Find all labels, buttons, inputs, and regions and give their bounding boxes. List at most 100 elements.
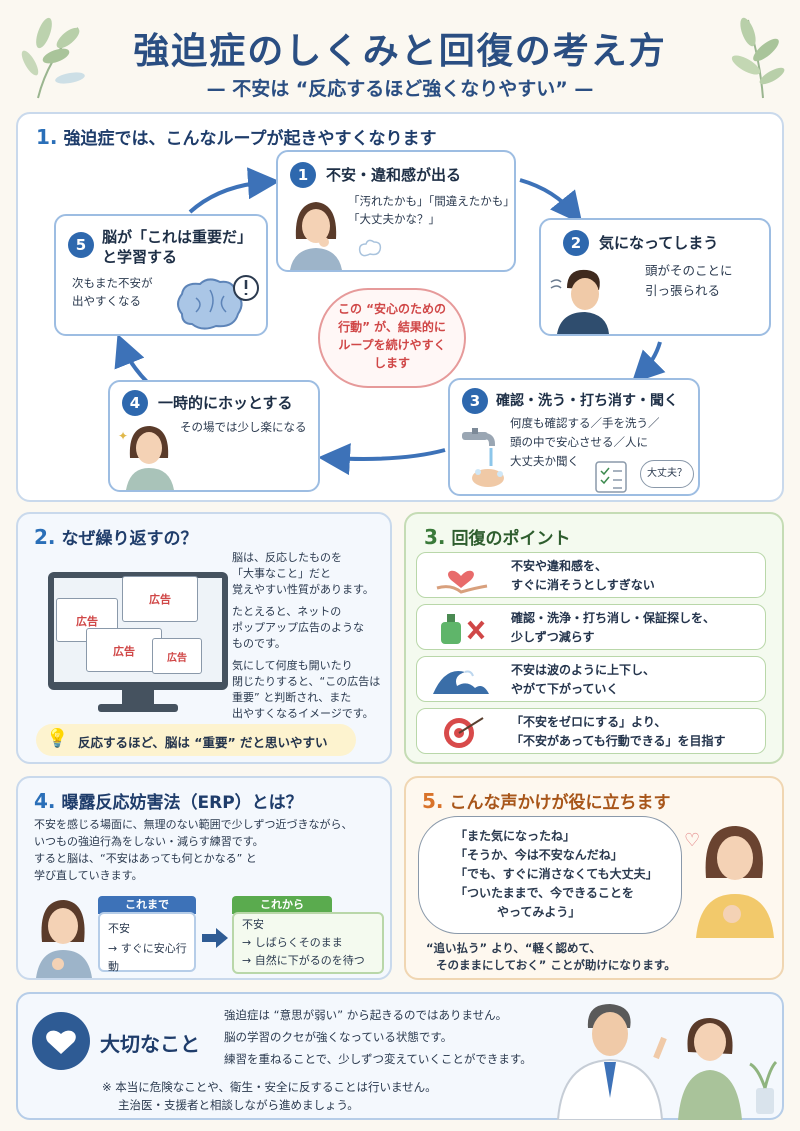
loop-step-1-card: 1 不安・違和感が出る 「汚れたかも」「間違えたかも」 「大丈夫かな？」 xyxy=(276,150,516,272)
step-5-badge: 5 xyxy=(68,232,94,258)
section2-tip-text: 反応するほど、脳は “重要” だと思いやすい xyxy=(78,735,328,750)
erp-before-box: 不安 → すぐに安心行動 xyxy=(98,912,196,973)
bubble-line-2: 「そうか、今は不安なんだね」 xyxy=(455,848,623,862)
brain-alert-icon xyxy=(177,275,259,330)
popup-ad-4: 広告 xyxy=(152,638,202,674)
point-3-line-1: 不安は波のように上下し、 xyxy=(511,663,656,677)
checklist-icon xyxy=(595,461,627,493)
leaf-decoration-left-icon xyxy=(21,17,85,99)
loop-step-5-card: 5 脳が「これは重要だ」 と学習する 次もまた不安が 出やすくなる xyxy=(54,214,268,336)
section2-title: なぜ繰り返すの？ xyxy=(61,529,198,549)
page-title: 強迫症のしくみと回復の考え方 xyxy=(133,31,667,72)
arrow-right-icon xyxy=(202,928,228,948)
point-2-line-1: 確認・洗浄・打ち消し・保証探しを、 xyxy=(511,611,716,625)
center-note-line-2: 行動” が、結果的に xyxy=(338,320,446,334)
erp-after-line-2: → しばらくそのまま xyxy=(242,936,343,949)
section5-speech-bubble: 「また気になったね」 「そうか、今は不安なんだね」 「でも、すぐに消さなくても大… xyxy=(418,816,682,934)
recovery-point-3: 不安は波のように上下し、やがて下がっていく xyxy=(416,656,766,702)
point-2-line-2: 少しずつ減らす xyxy=(511,630,595,644)
step-3-badge: 3 xyxy=(462,388,488,414)
section2-paragraph-3: 気にして何度も開いたり閉じたりすると、“この広告は重要” と判断され、また出やす… xyxy=(232,659,381,720)
recovery-point-2: 確認・洗浄・打ち消し・保証探しを、少しずつ減らす xyxy=(416,604,766,650)
step-4-title: 一時的にホッとする xyxy=(158,394,293,412)
recovery-point-4: 「不安をゼロにする」より、「不安があっても行動できる」を目指す xyxy=(416,708,766,754)
step-4-badge: 4 xyxy=(122,390,148,416)
faucet-icon xyxy=(462,428,504,487)
recovery-point-1: 不安や違和感を、すぐに消そうとしすぎない xyxy=(416,552,766,598)
point-1-line-2: すぐに消そうとしすぎない xyxy=(511,578,655,592)
section-erp-panel: 4.曝露反応妨害法（ERP）とは？ 不安を感じる場面に、無理のない範囲で少しずつ… xyxy=(16,776,392,980)
point-1-line-1: 不安や違和感を、 xyxy=(511,559,608,573)
erp-before-label: これまで xyxy=(98,896,196,914)
step-3-line-3: 大丈夫か聞く xyxy=(510,454,579,468)
section5-note: “追い払う” より、“軽く認めて、そのままにしておく” ことが助けになります。 xyxy=(426,941,676,972)
calm-woman-icon xyxy=(36,900,92,978)
relieved-woman-icon: ✦ xyxy=(118,426,174,490)
soap-cross-icon xyxy=(441,614,485,644)
center-note-line-3: ループを続けやすく xyxy=(338,338,446,352)
step-5-line-2: 出やすくなる xyxy=(72,294,141,308)
erp-after-box: 不安 → しばらくそのまま → 自然に下がるのを待つ xyxy=(232,912,384,974)
section4-title: 曝露反応妨害法（ERP）とは？ xyxy=(61,793,303,813)
erp-before-line-1: 不安 xyxy=(108,922,130,935)
popup-ad-4-label: 広告 xyxy=(167,653,187,664)
section3-title: 回復のポイント xyxy=(451,529,571,549)
important-caution: ※ 本当に危険なことや、衛生・安全に反することは行いません。主治医・支援者と相談… xyxy=(102,1080,437,1112)
step-2-line-2: 引っ張られる xyxy=(645,283,721,298)
heart-hand-icon xyxy=(436,570,488,594)
section-why-repeat-panel: 2.なぜ繰り返すの？ 広告 広告 広告 広告 脳は、反応したものを「大事なこと」… xyxy=(16,512,392,764)
section2-paragraph-1: 脳は、反応したものを「大事なこと」だと覚えやすい性質があります。 xyxy=(232,551,374,596)
supporter-woman-icon xyxy=(696,826,774,938)
loop-step-2-card: 2 気になってしまう 頭がそのことに 引っ張られる xyxy=(539,218,771,336)
bubble-line-4: 「ついたままで、今できることを xyxy=(455,886,634,900)
step-1-badge: 1 xyxy=(290,162,316,188)
popup-ad-2-label: 広告 xyxy=(76,615,98,628)
page-subtitle: — 不安は “反応するほど強くなりやすい” — xyxy=(206,78,594,100)
important-lines: 強迫症は “意思が弱い” から起きるのではありません。脳の学習のクセが強くなって… xyxy=(224,1008,532,1066)
section1-heading: 1.強迫症では、こんなループが起きやすくなります xyxy=(36,124,437,149)
erp-after-line-1: 不安 xyxy=(242,918,264,931)
popup-ad-1-label: 広告 xyxy=(149,593,171,606)
heart-badge-icon xyxy=(32,1012,90,1070)
section2-tip-banner: 💡 反応するほど、脳は “重要” だと思いやすい xyxy=(36,724,356,756)
bubble-line-1: 「また気になったね」 xyxy=(455,829,576,843)
bubble-line-5: やってみよう」 xyxy=(497,905,581,919)
loop-arrows-icon xyxy=(114,167,666,476)
important-title: 大切なこと xyxy=(100,1032,200,1056)
important-panel: 大切なこと 強迫症は “意思が弱い” から起きるのではありません。脳の学習のクセ… xyxy=(16,992,784,1120)
step-3-line-2: 頭の中で安心させる／人に xyxy=(510,435,648,449)
step-2-title: 気になってしまう xyxy=(599,234,719,252)
worried-woman-icon xyxy=(290,202,342,270)
step-5-title-line-2: と学習する xyxy=(102,248,178,266)
section5-number: 5. xyxy=(422,789,444,813)
section3-heading: 3.回復のポイント xyxy=(424,524,571,549)
step-1-line-2: 「大丈夫かな？」 xyxy=(348,212,440,226)
leaf-decoration-right-icon xyxy=(731,17,785,99)
bubble-line-3: 「でも、すぐに消さなくても大丈夫」 xyxy=(455,867,658,881)
section4-heading: 4.曝露反応妨害法（ERP）とは？ xyxy=(34,788,303,813)
loop-center-note: この “安心のための 行動” が、結果的に ループを続けやすく します xyxy=(318,288,466,388)
section1-title: 強迫症では、こんなループが起きやすくなります xyxy=(63,129,437,149)
section4-description: 不安を感じる場面に、無理のない範囲で少しずつ近づきながら、いつもの強迫行為をしな… xyxy=(34,818,353,882)
section-helpful-words-panel: 5.こんな声かけが役に立ちます 「また気になったね」 「そうか、今は不安なんだね… xyxy=(404,776,784,980)
point-3-line-2: やがて下がっていく xyxy=(511,682,619,696)
section4-number: 4. xyxy=(34,789,56,813)
section2-number: 2. xyxy=(34,525,56,549)
section2-heading: 2.なぜ繰り返すの？ xyxy=(34,524,198,549)
target-icon xyxy=(444,717,484,748)
sigh-cloud-icon xyxy=(358,239,382,257)
section3-number: 3. xyxy=(424,525,446,549)
loop-step-4-card: 4 一時的にホッとする その場では少し楽になる ✦ xyxy=(108,380,320,492)
point-4-line-2: 「不安があっても行動できる」を目指す xyxy=(511,734,726,748)
erp-before-line-2: → すぐに安心行動 xyxy=(108,942,187,973)
lightbulb-icon: 💡 xyxy=(46,728,69,749)
erp-after-label: これから xyxy=(232,896,332,914)
step-1-line-1: 「汚れたかも」「間違えたかも」 xyxy=(348,194,515,208)
step-2-line-1: 頭がそのことに xyxy=(645,263,733,278)
wave-icon xyxy=(433,670,489,694)
doctor-and-patient-icon xyxy=(556,1004,778,1120)
step-4-line-1: その場では少し楽になる xyxy=(180,420,307,434)
point-4-line-1: 「不安をゼロにする」より、 xyxy=(511,715,667,729)
svg-text:✦: ✦ xyxy=(118,429,128,443)
step-1-title: 不安・違和感が出る xyxy=(326,166,462,184)
